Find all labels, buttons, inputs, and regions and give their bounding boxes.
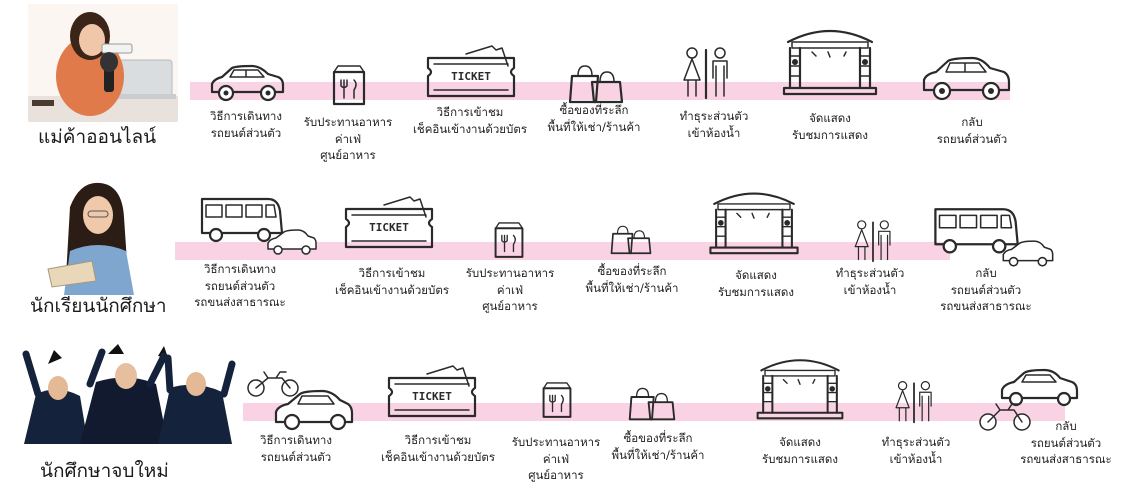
- journey-new-graduate: นักศึกษาจบใหม่ วิธีการเดินทางรถยนต์ส่วนต…: [0, 330, 1132, 490]
- step-label-entry: วิธีการเข้าชมเช็คอินเข้างานด้วยบัตร: [413, 104, 527, 137]
- motorcycle-and-car-icon: [246, 368, 354, 430]
- step-label-return: กลับรถยนต์ส่วนตัวรถขนส่งสาธารณะ: [940, 265, 1031, 315]
- step-label-food: รับประทานอาหารค่าเฟ่ศูนย์อาหาร: [466, 265, 555, 315]
- bus-and-car-icon: [198, 191, 318, 261]
- restroom-icon: [852, 219, 894, 263]
- shopping-bags-icon: [568, 62, 624, 104]
- step-label-show: จัดแสดงรับชมการแสดง: [718, 267, 794, 300]
- food-bag-icon: [330, 62, 368, 106]
- step-label-food: รับประทานอาหารค่าเฟ่ศูนย์อาหาร: [304, 114, 393, 164]
- step-label-restroom: ทำธุระส่วนตัวเข้าห้องน้ำ: [680, 108, 749, 141]
- step-label-travel: วิธีการเดินทางรถยนต์ส่วนตัว: [210, 108, 282, 141]
- ticket-icon: TICKET: [344, 195, 434, 251]
- persona-photo-student: [40, 177, 155, 295]
- svg-text:TICKET: TICKET: [412, 390, 452, 403]
- journey-online-seller: แม่ค้าออนไลน์ วิธีการเดินทางรถยนต์ส่วนตั…: [0, 0, 1132, 165]
- step-label-return: กลับรถยนต์ส่วนตัว: [937, 114, 1007, 147]
- step-label-souvenir: ซื้อของที่ระลึกพื้นที่ให้เช่า/ร้านค้า: [612, 430, 705, 463]
- step-label-food: รับประทานอาหารค่าเฟ่ศูนย์อาหาร: [512, 434, 601, 484]
- step-label-travel: วิธีการเดินทางรถยนต์ส่วนตัวรถขนส่งสาธารณ…: [194, 261, 285, 311]
- step-label-souvenir: ซื้อของที่ระลึกพื้นที่ให้เช่า/ร้านค้า: [586, 263, 679, 296]
- restroom-icon: [892, 380, 936, 424]
- step-label-show: จัดแสดงรับชมการแสดง: [762, 434, 838, 467]
- journey-student: นักเรียนนักศึกษา วิธีการเดินทางรถยนต์ส่ว…: [0, 165, 1132, 330]
- persona-name: แม่ค้าออนไลน์: [38, 122, 156, 152]
- step-label-show: จัดแสดงรับชมการแสดง: [792, 110, 868, 143]
- ticket-icon: TICKET: [426, 44, 516, 100]
- step-label-entry: วิธีการเข้าชมเช็คอินเข้างานด้วยบัตร: [335, 265, 449, 298]
- car-icon: [920, 56, 1012, 104]
- concert-stage-icon: [708, 185, 800, 257]
- persona-name: นักศึกษาจบใหม่: [40, 456, 169, 486]
- step-label-souvenir: ซื้อของที่ระลึกพื้นที่ให้เช่า/ร้านค้า: [548, 102, 641, 135]
- bus-and-car-icon: [930, 201, 1056, 273]
- concert-stage-icon: [782, 22, 878, 98]
- food-bag-icon: [540, 378, 574, 420]
- shopping-bags-icon: [628, 384, 676, 422]
- step-label-return: กลับรถยนต์ส่วนตัวรถขนส่งสาธารณะ: [1020, 418, 1111, 468]
- persona-photo-online-seller: [28, 4, 178, 122]
- concert-stage-icon: [754, 352, 846, 422]
- restroom-icon: [680, 46, 732, 100]
- step-label-entry: วิธีการเข้าชมเช็คอินเข้างานด้วยบัตร: [381, 432, 495, 465]
- persona-photo-graduates: [18, 344, 243, 444]
- car-icon: [208, 64, 286, 104]
- step-label-travel: วิธีการเดินทางรถยนต์ส่วนตัว: [260, 432, 332, 465]
- step-label-restroom: ทำธุระส่วนตัวเข้าห้องน้ำ: [882, 434, 951, 467]
- persona-name: นักเรียนนักศึกษา: [30, 291, 167, 321]
- step-label-restroom: ทำธุระส่วนตัวเข้าห้องน้ำ: [836, 265, 905, 298]
- shopping-bags-icon: [610, 221, 652, 257]
- ticket-icon: TICKET: [386, 364, 478, 420]
- svg-text:TICKET: TICKET: [451, 70, 491, 83]
- food-bag-icon: [492, 219, 526, 259]
- svg-text:TICKET: TICKET: [369, 221, 409, 234]
